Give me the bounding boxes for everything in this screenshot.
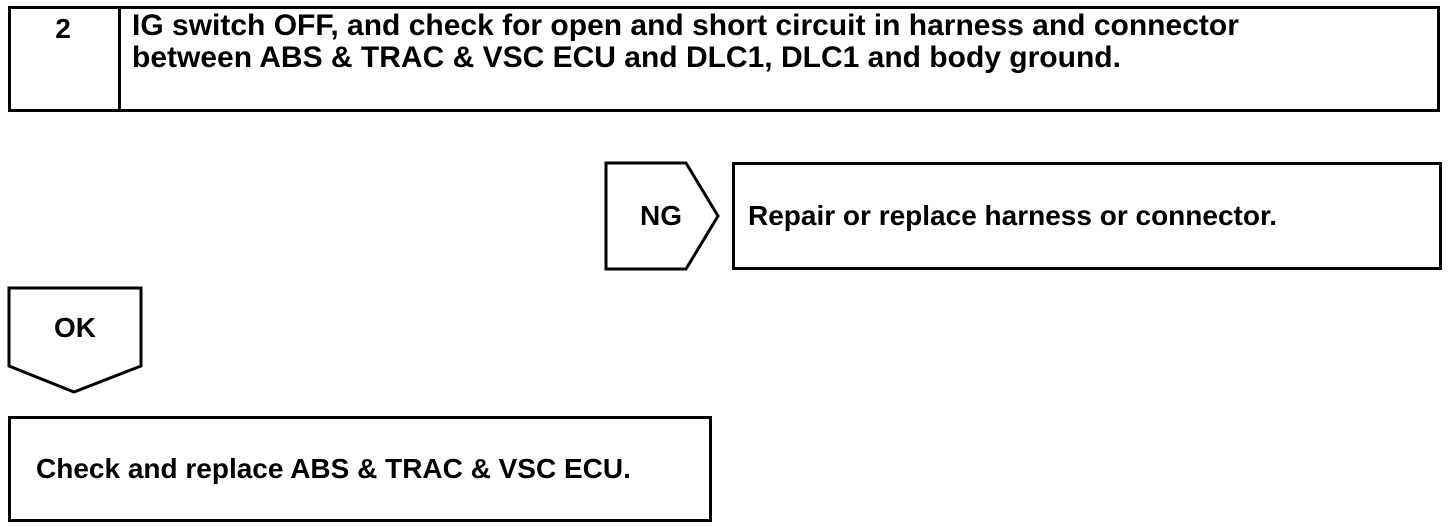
ng-action-box bbox=[732, 162, 1442, 270]
ok-action-box bbox=[8, 416, 712, 522]
ng-label: NG bbox=[640, 200, 682, 231]
ok-label: OK bbox=[54, 312, 96, 343]
step-number: 2 bbox=[8, 6, 121, 112]
step-box bbox=[8, 6, 1440, 112]
step-instruction: IG switch OFF, and check for open and sh… bbox=[132, 10, 1432, 74]
step-instruction-line-2: between ABS & TRAC & VSC ECU and DLC1, D… bbox=[132, 41, 1121, 74]
ng-arrow-shape bbox=[604, 161, 720, 271]
step-instruction-line-1: IG switch OFF, and check for open and sh… bbox=[132, 9, 1239, 42]
ng-action-text: Repair or replace harness or connector. bbox=[748, 200, 1278, 231]
ok-action-text: Check and replace ABS & TRAC & VSC ECU. bbox=[36, 453, 631, 484]
ok-arrow-shape bbox=[7, 286, 143, 394]
